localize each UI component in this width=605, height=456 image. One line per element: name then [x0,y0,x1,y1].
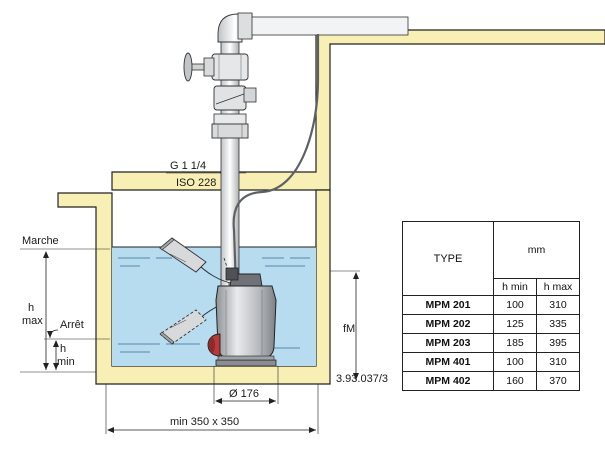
table-row: MPM 203 185 395 [402,333,580,353]
model-cell: MPM 203 [402,333,494,353]
float-switch-lower [159,309,207,345]
hmax-cell: 370 [536,371,580,391]
hmin-label-h: h [60,343,66,355]
hmin-cell: 125 [493,314,537,334]
hmax-label-max: max [22,315,43,327]
diameter-label: Ø 176 [229,388,259,400]
pump [207,267,277,367]
hmin-cell: 100 [493,295,537,315]
ref-code: 3.93.037/3 [336,373,388,385]
iso-label: ISO 228 [176,177,216,189]
table-row: MPM 401 100 310 [402,352,580,372]
power-cable [232,34,320,289]
arret-label: Arrêt [60,319,84,331]
model-cell: MPM 202 [402,314,494,334]
type-header: TYPE [402,221,494,296]
model-cell: MPM 401 [402,352,494,372]
hmin-label-min: min [57,356,75,368]
marche-label: Marche [22,235,59,247]
hmax-cell: 395 [536,333,580,353]
mm-header: mm [493,221,580,279]
model-cell: MPM 402 [402,371,494,391]
union-fitting [211,113,249,139]
spec-table: TYPE mm h min h max MPM 201 100 310 MPM … [402,221,580,391]
hmin-cell: 185 [493,333,537,353]
table-row: MPM 402 160 370 [402,371,580,391]
hmax-cell: 310 [536,295,580,315]
table-row: MPM 202 125 335 [402,314,580,334]
check-valve [213,85,257,111]
model-cell: MPM 201 [402,295,494,315]
horizontal-pipe [249,16,409,36]
gate-valve [183,52,249,82]
arret-arrow [47,329,59,339]
hmax-label-h: h [28,302,34,314]
thread-label: G 1 1/4 [170,160,206,172]
hmax-header: h max [536,278,580,296]
hmin-cell: 100 [493,352,537,372]
float-switch-upper [159,237,207,273]
pit-min-label: min 350 x 350 [170,416,239,428]
hmax-cell: 310 [536,352,580,372]
table-row: MPM 201 100 310 [402,295,580,315]
hmax-cell: 335 [536,314,580,334]
hmin-header: h min [493,278,537,296]
hmin-cell: 160 [493,371,537,391]
fm-label: fM [343,323,355,335]
